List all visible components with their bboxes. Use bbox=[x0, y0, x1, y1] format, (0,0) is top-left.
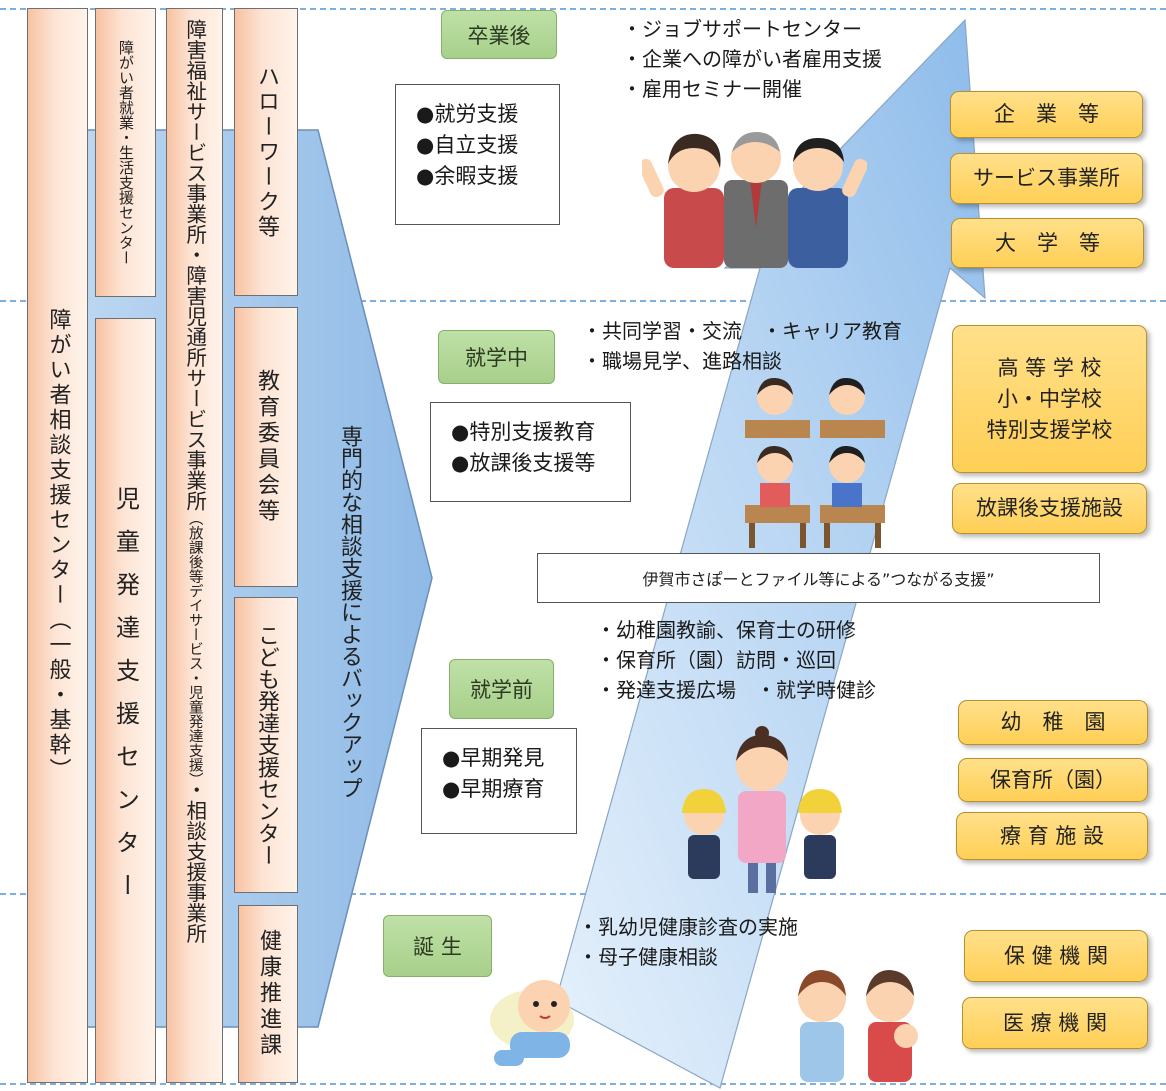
education-board-label: 教育委員会等 bbox=[254, 369, 279, 525]
column-hello-work: ハローワーク等 bbox=[234, 8, 298, 296]
school-line: 小・中学校 bbox=[997, 386, 1102, 411]
column-kodomo-center: こども発達支援センター bbox=[234, 597, 298, 893]
teacher-with-children-icon bbox=[682, 726, 842, 893]
welfare-service-line2: ・相談支援事業所 bbox=[182, 779, 207, 944]
panel-after-graduation: ●就労支援 ●自立支援 ●余暇支援 bbox=[395, 84, 560, 225]
stage-birth: 誕 生 bbox=[383, 915, 492, 977]
consultation-center-label: 障がい者相談支援センター（一般・基幹） bbox=[45, 308, 71, 783]
bullet-item: ・共同学習・交流 ・キャリア教育 bbox=[582, 319, 902, 343]
institution-universities: 大 学 等 bbox=[951, 218, 1144, 268]
panel-item: ●就労支援 bbox=[416, 102, 519, 126]
stage-in-school: 就学中 bbox=[438, 330, 555, 384]
stage-divider-birth bbox=[0, 893, 1166, 895]
stage-divider-top bbox=[0, 8, 1166, 10]
bullet-item: ・母子健康相談 bbox=[578, 945, 718, 969]
institution-health-agencies: 保 健 機 関 bbox=[964, 930, 1148, 982]
column-employment-center: 障がい者就業・生活支援センター bbox=[95, 8, 156, 297]
crawling-baby-icon bbox=[490, 980, 574, 1066]
bullet-item: ・保育所（園）訪問・巡回 bbox=[596, 648, 836, 672]
backup-label: 専門的な相談支援によるバックアップ bbox=[337, 425, 362, 799]
column-welfare-services: 障害福祉サービス事業所・障害児通所サービス事業所（放課後等デイサービス・児童発達… bbox=[166, 8, 223, 1083]
bullet-item: ・雇用セミナー開催 bbox=[622, 77, 802, 101]
welfare-service-note: （放課後等デイサービス・児童発達支援） bbox=[186, 511, 203, 780]
stage-preschool: 就学前 bbox=[449, 659, 554, 719]
column-consultation-center: 障がい者相談支援センター（一般・基幹） bbox=[27, 8, 88, 1083]
panel-item: ●自立支援 bbox=[416, 133, 519, 157]
welfare-services-label: 障害福祉サービス事業所・障害児通所サービス事業所（放課後等デイサービス・児童発達… bbox=[182, 19, 207, 944]
bullet-item: ・乳幼児健康診査の実施 bbox=[578, 915, 798, 939]
column-child-dev-center: 児童発達支援センター bbox=[95, 318, 156, 1083]
institution-companies: 企 業 等 bbox=[950, 91, 1143, 138]
connecting-support-banner: 伊賀市さぽーとファイル等による”つながる支援” bbox=[537, 553, 1100, 603]
stage-divider-graduation bbox=[0, 300, 1166, 302]
column-health-promotion: 健康推進課 bbox=[238, 905, 298, 1083]
students-at-desks-icon bbox=[745, 377, 885, 548]
bullet-item: ・幼稚園教諭、保育士の研修 bbox=[596, 618, 856, 642]
bullet-item: ・企業への障がい者雇用支援 bbox=[622, 47, 882, 71]
institution-after-school: 放課後支援施設 bbox=[952, 483, 1147, 534]
employment-center-label: 障がい者就業・生活支援センター bbox=[117, 40, 135, 265]
cheering-adults-icon bbox=[642, 132, 867, 268]
institution-schools: 高 等 学 校 小・中学校 特別支援学校 bbox=[952, 325, 1147, 473]
bullets-birth: ・乳幼児健康診査の実施 ・母子健康相談 bbox=[578, 912, 798, 972]
kodomo-center-label: こども発達支援センター bbox=[254, 624, 279, 866]
welfare-service-line1: 障害福祉サービス事業所・障害児通所サービス事業所 bbox=[182, 19, 207, 511]
panel-item: ●放課後支援等 bbox=[451, 451, 596, 475]
child-dev-center-label: 児童発達支援センター bbox=[111, 485, 140, 916]
bullets-after-graduation: ・ジョブサポートセンター ・企業への障がい者雇用支援 ・雇用セミナー開催 bbox=[622, 14, 882, 104]
panel-item: ●早期療育 bbox=[442, 777, 545, 801]
school-line: 高 等 学 校 bbox=[997, 355, 1102, 380]
panel-item: ●余暇支援 bbox=[416, 164, 519, 188]
health-promotion-label: 健康推進課 bbox=[256, 929, 281, 1059]
hello-work-label: ハローワーク等 bbox=[254, 64, 279, 240]
bullet-item: ・職場見学、進路相談 bbox=[582, 349, 782, 373]
bullet-item: ・発達支援広場 ・就学時健診 bbox=[596, 678, 876, 702]
institution-medical-agencies: 医 療 機 関 bbox=[962, 997, 1148, 1049]
panel-in-school: ●特別支援教育 ●放課後支援等 bbox=[430, 402, 631, 502]
bullets-preschool: ・幼稚園教諭、保育士の研修 ・保育所（園）訪問・巡回 ・発達支援広場 ・就学時健… bbox=[596, 615, 876, 705]
panel-item: ●特別支援教育 bbox=[451, 420, 596, 444]
institution-nursery: 保育所（園） bbox=[958, 758, 1148, 802]
stage-after-graduation: 卒業後 bbox=[441, 10, 557, 59]
institution-therapy: 療 育 施 設 bbox=[956, 812, 1148, 860]
backup-label-wrap: 専門的な相談支援によるバックアップ bbox=[331, 425, 367, 825]
panel-preschool: ●早期発見 ●早期療育 bbox=[421, 728, 577, 834]
school-line: 特別支援学校 bbox=[986, 417, 1113, 442]
mother-with-baby-icon bbox=[798, 970, 918, 1082]
panel-item: ●早期発見 bbox=[442, 746, 545, 770]
institution-service-offices: サービス事業所 bbox=[950, 153, 1143, 204]
column-education-board: 教育委員会等 bbox=[234, 307, 298, 587]
institution-kindergarten: 幼 稚 園 bbox=[958, 700, 1148, 745]
bullets-in-school: ・共同学習・交流 ・キャリア教育 ・職場見学、進路相談 bbox=[582, 316, 902, 376]
bullet-item: ・ジョブサポートセンター bbox=[622, 17, 862, 41]
stage-divider-bottom bbox=[0, 1083, 1166, 1085]
